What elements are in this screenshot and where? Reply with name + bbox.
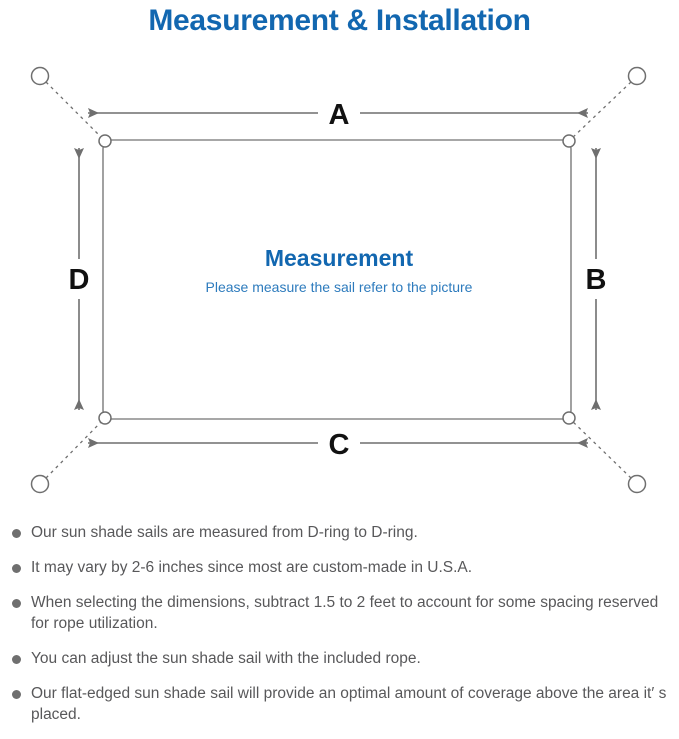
d-ring-bottom-left <box>98 411 112 425</box>
rope-top-right <box>569 81 632 141</box>
bullet-icon <box>12 690 21 699</box>
bullet-icon <box>12 529 21 538</box>
bullet-icon <box>12 655 21 664</box>
rope-bottom-right <box>569 418 632 479</box>
anchor-point-top-right <box>627 66 647 86</box>
list-item: Our sun shade sails are measured from D-… <box>0 522 679 543</box>
list-item-text: It may vary by 2-6 inches since most are… <box>31 559 473 576</box>
rope-bottom-left <box>45 418 105 479</box>
sail-body <box>102 139 572 420</box>
rope-top-left <box>45 81 105 141</box>
bullet-icon <box>12 599 21 608</box>
dimension-label-b: B <box>586 264 607 296</box>
anchor-point-top-left <box>30 66 50 86</box>
list-item-text: Our flat-edged sun shade sail will provi… <box>31 685 667 723</box>
bullet-icon <box>12 564 21 573</box>
d-ring-bottom-right <box>562 411 576 425</box>
list-item-text: Our sun shade sails are measured from D-… <box>31 524 418 541</box>
dimension-label-c: C <box>329 429 350 461</box>
notes-list: Our sun shade sails are measured from D-… <box>0 522 679 739</box>
list-item: When selecting the dimensions, subtract … <box>0 592 679 634</box>
list-item: It may vary by 2-6 inches since most are… <box>0 557 679 578</box>
list-item-text: You can adjust the sun shade sail with t… <box>31 650 421 667</box>
d-ring-top-right <box>562 134 576 148</box>
page-title: Measurement & Installation <box>148 4 531 37</box>
anchor-point-bottom-right <box>627 474 647 494</box>
list-item: You can adjust the sun shade sail with t… <box>0 648 679 669</box>
measurement-center-title: Measurement <box>265 245 414 271</box>
sun-shade-sail-diagram: A C D B Measurement Please measure the s… <box>0 44 679 514</box>
list-item-text: When selecting the dimensions, subtract … <box>31 594 659 632</box>
list-item: Our flat-edged sun shade sail will provi… <box>0 683 679 725</box>
d-ring-top-left <box>98 134 112 148</box>
dimension-label-d: D <box>69 264 90 296</box>
anchor-point-bottom-left <box>30 474 50 494</box>
measurement-center-subtitle: Please measure the sail refer to the pic… <box>206 279 473 295</box>
dimension-label-a: A <box>329 99 350 131</box>
